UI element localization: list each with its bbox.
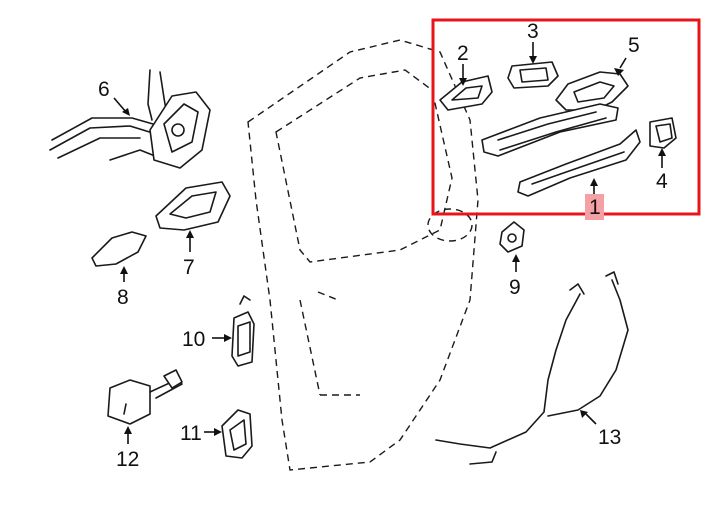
- callout-7: 7: [183, 256, 195, 279]
- highlight-box: [431, 18, 701, 216]
- part-10-hinge: [231, 295, 255, 367]
- callout-9: 9: [509, 276, 521, 299]
- part-8-cover: [91, 231, 147, 267]
- callout-6: 6: [98, 78, 110, 101]
- part-3-gasket: [507, 61, 559, 89]
- part-7-inside-handle: [155, 181, 231, 231]
- callout-5: 5: [628, 34, 640, 57]
- part-2-bezel: [439, 75, 493, 111]
- callout-1-highlight: [585, 194, 604, 220]
- callout-3: 3: [527, 20, 539, 43]
- callout-8: 8: [117, 286, 129, 309]
- callout-1: 1: [589, 196, 601, 219]
- callout-12: 12: [116, 448, 139, 471]
- part-4-cap: [649, 117, 677, 149]
- part-13-wiring: [435, 271, 629, 465]
- callout-11: 11: [180, 422, 202, 445]
- part-6-latch: [49, 69, 211, 169]
- callout-13: 13: [598, 426, 621, 449]
- callout-2: 2: [457, 42, 469, 65]
- part-12-door-check: [107, 369, 183, 425]
- part-1-outside-handle: [517, 129, 641, 197]
- part-5-frame: [555, 71, 629, 111]
- part-11-hinge: [221, 409, 253, 459]
- part-9-striker: [499, 221, 525, 253]
- handle-base: [481, 103, 619, 157]
- rear-door-outline: [247, 39, 479, 471]
- callout-4: 4: [656, 170, 668, 193]
- leader-arrows: [113, 42, 666, 444]
- callout-10: 10: [182, 328, 205, 351]
